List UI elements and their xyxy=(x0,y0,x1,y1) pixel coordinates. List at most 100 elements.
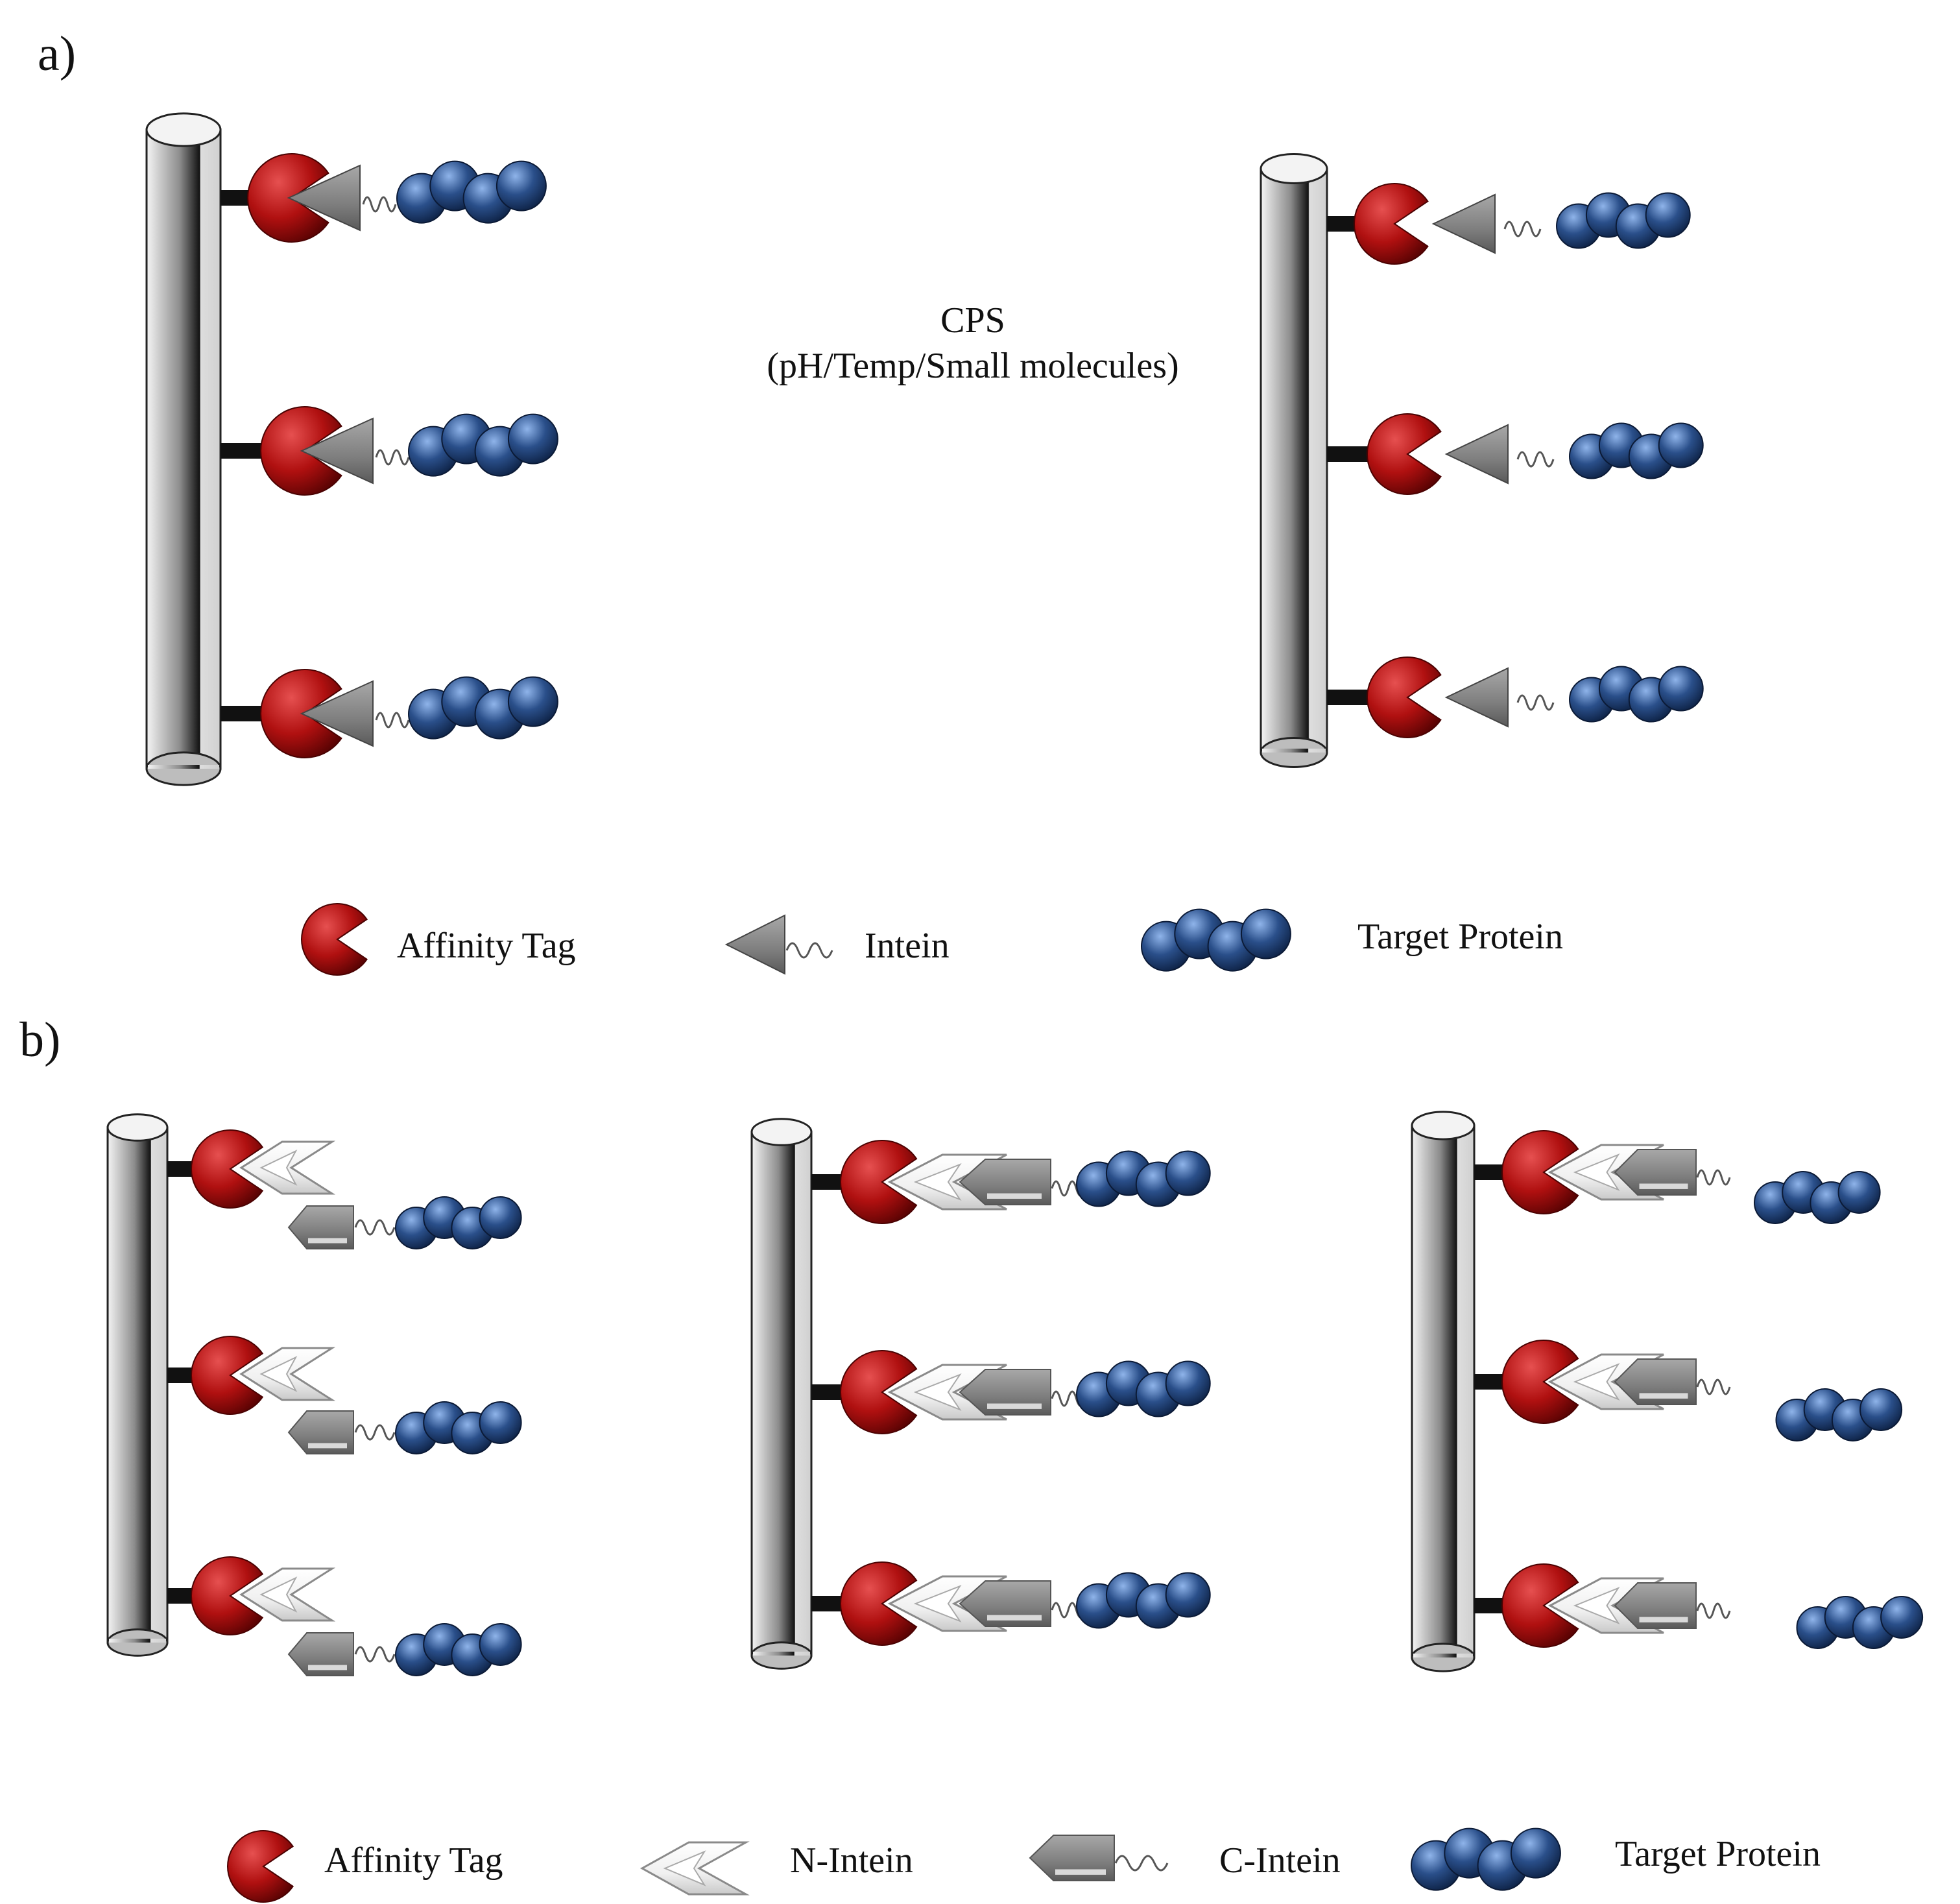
legend-b-target-protein-label: Target Protein xyxy=(1615,1834,1821,1874)
intein-triangle-icon xyxy=(300,417,374,485)
target-protein-bead xyxy=(1165,1572,1211,1618)
panel-b-label: b) xyxy=(19,1013,60,1067)
target-protein-bead-chain-icon xyxy=(1076,1150,1211,1207)
target-protein-bead-chain-icon xyxy=(1076,1360,1211,1417)
c-intein-highlight xyxy=(308,1665,347,1670)
legend-b-affinity-tag-label: Affinity Tag xyxy=(324,1840,503,1881)
legend-a-intein-label: Intein xyxy=(865,926,950,966)
n-intein-chevron-inner xyxy=(1573,1153,1620,1191)
affinity-tag-pacman-icon xyxy=(191,1129,264,1209)
n-intein-chevron-inner xyxy=(259,1356,298,1392)
target-protein-bead xyxy=(1837,1170,1881,1214)
column-cylinder-icon xyxy=(145,112,222,786)
affinity-tag-pacman-icon xyxy=(191,1336,264,1415)
target-protein-bead xyxy=(1165,1360,1211,1406)
target-protein-bead-chain-icon xyxy=(1569,666,1704,723)
target-protein-bead xyxy=(1510,1827,1561,1879)
target-protein-bead-chain-icon xyxy=(408,676,558,740)
affinity-tag-pacman-icon xyxy=(301,903,368,976)
cleavage-conditions-label: (pH/Temp/Small molecules) xyxy=(767,346,1178,386)
c-intein-highlight xyxy=(308,1443,347,1449)
intein-triangle-icon xyxy=(287,164,361,232)
c-intein-highlight xyxy=(1055,1869,1106,1875)
n-intein-chevron-inner xyxy=(913,1163,962,1201)
n-intein-chevron-inner xyxy=(913,1373,962,1411)
column-cylinder-icon xyxy=(750,1118,813,1670)
target-protein-bead xyxy=(1658,666,1704,712)
affinity-tag-pacman-icon xyxy=(1501,1340,1579,1424)
intein-triangle-icon xyxy=(1431,193,1496,254)
legend-a-target-protein-label: Target Protein xyxy=(1357,917,1563,957)
c-intein-highlight xyxy=(987,1615,1042,1621)
affinity-tag-pacman-icon xyxy=(840,1561,918,1646)
linker-squiggle-icon xyxy=(785,942,833,959)
target-protein-bead-chain-icon xyxy=(1411,1827,1561,1891)
target-protein-bead xyxy=(1240,908,1291,959)
panel-a-label: a) xyxy=(38,27,76,81)
affinity-tag-pacman-icon xyxy=(1501,1130,1579,1214)
target-protein-bead xyxy=(479,1196,522,1239)
affinity-tag-pacman-icon xyxy=(1367,657,1442,738)
target-protein-bead-chain-icon xyxy=(395,1401,522,1454)
column-cylinder-icon xyxy=(1260,153,1328,768)
c-intein-highlight xyxy=(1639,1183,1688,1189)
target-protein-bead xyxy=(1645,192,1691,238)
linker-squiggle-icon xyxy=(1696,1169,1731,1186)
target-protein-bead xyxy=(1880,1595,1924,1639)
target-protein-bead xyxy=(479,1401,522,1444)
column-cylinder-icon xyxy=(106,1113,169,1657)
target-protein-bead xyxy=(507,413,558,464)
legend-a-affinity-tag-label: Affinity Tag xyxy=(397,926,576,966)
target-protein-bead-chain-icon xyxy=(1076,1572,1211,1629)
c-intein-highlight xyxy=(1639,1393,1688,1399)
legend-b-n-intein-label: N-Intein xyxy=(790,1840,913,1881)
n-intein-chevron-inner xyxy=(259,1576,298,1613)
n-intein-chevron-inner xyxy=(259,1150,298,1186)
target-protein-bead-chain-icon xyxy=(396,160,547,224)
target-protein-bead xyxy=(1859,1388,1903,1431)
affinity-tag-pacman-icon xyxy=(191,1556,264,1635)
legend-b-c-intein-label: C-Intein xyxy=(1219,1840,1341,1881)
target-protein-bead-chain-icon xyxy=(1141,908,1291,972)
affinity-tag-pacman-icon xyxy=(840,1350,918,1434)
target-protein-bead-chain-icon xyxy=(1796,1595,1924,1649)
linker-squiggle-icon xyxy=(1696,1379,1731,1395)
n-intein-chevron-inner xyxy=(913,1585,962,1622)
target-protein-bead xyxy=(1165,1150,1211,1196)
intein-triangle-icon xyxy=(1444,424,1509,485)
target-protein-bead-chain-icon xyxy=(1775,1388,1903,1441)
c-intein-highlight xyxy=(308,1238,347,1244)
target-protein-bead-chain-icon xyxy=(1569,422,1704,479)
target-protein-bead-chain-icon xyxy=(1556,192,1691,249)
target-protein-bead-chain-icon xyxy=(1754,1170,1881,1224)
c-intein-highlight xyxy=(987,1193,1042,1199)
cps-label: CPS xyxy=(940,300,1005,341)
linker-squiggle-icon xyxy=(1516,451,1555,468)
n-intein-chevron-inner xyxy=(1573,1363,1620,1401)
intein-triangle-icon xyxy=(1444,667,1509,728)
intein-triangle-icon xyxy=(300,680,374,747)
target-protein-bead xyxy=(1658,422,1704,468)
linker-squiggle-icon xyxy=(354,1424,396,1441)
target-protein-bead-chain-icon xyxy=(395,1622,522,1676)
linker-squiggle-icon xyxy=(375,449,410,466)
linker-squiggle-icon xyxy=(362,196,397,213)
affinity-tag-pacman-icon xyxy=(227,1830,294,1903)
target-protein-bead xyxy=(496,160,547,211)
linker-squiggle-icon xyxy=(1503,221,1542,237)
affinity-tag-pacman-icon xyxy=(1501,1563,1579,1648)
linker-squiggle-icon xyxy=(375,712,410,729)
affinity-tag-pacman-icon xyxy=(1354,183,1429,265)
target-protein-bead-chain-icon xyxy=(395,1196,522,1249)
n-intein-chevron-inner xyxy=(1573,1587,1620,1624)
affinity-tag-pacman-icon xyxy=(1367,413,1442,495)
n-intein-chevron-inner xyxy=(663,1850,706,1886)
linker-squiggle-icon xyxy=(354,1646,396,1663)
target-protein-bead-chain-icon xyxy=(408,413,558,477)
linker-squiggle-icon xyxy=(1696,1602,1731,1619)
linker-squiggle-icon xyxy=(354,1219,396,1236)
diagram-graphics xyxy=(106,112,1924,1903)
c-intein-highlight xyxy=(1639,1617,1688,1622)
affinity-tag-pacman-icon xyxy=(840,1140,918,1224)
